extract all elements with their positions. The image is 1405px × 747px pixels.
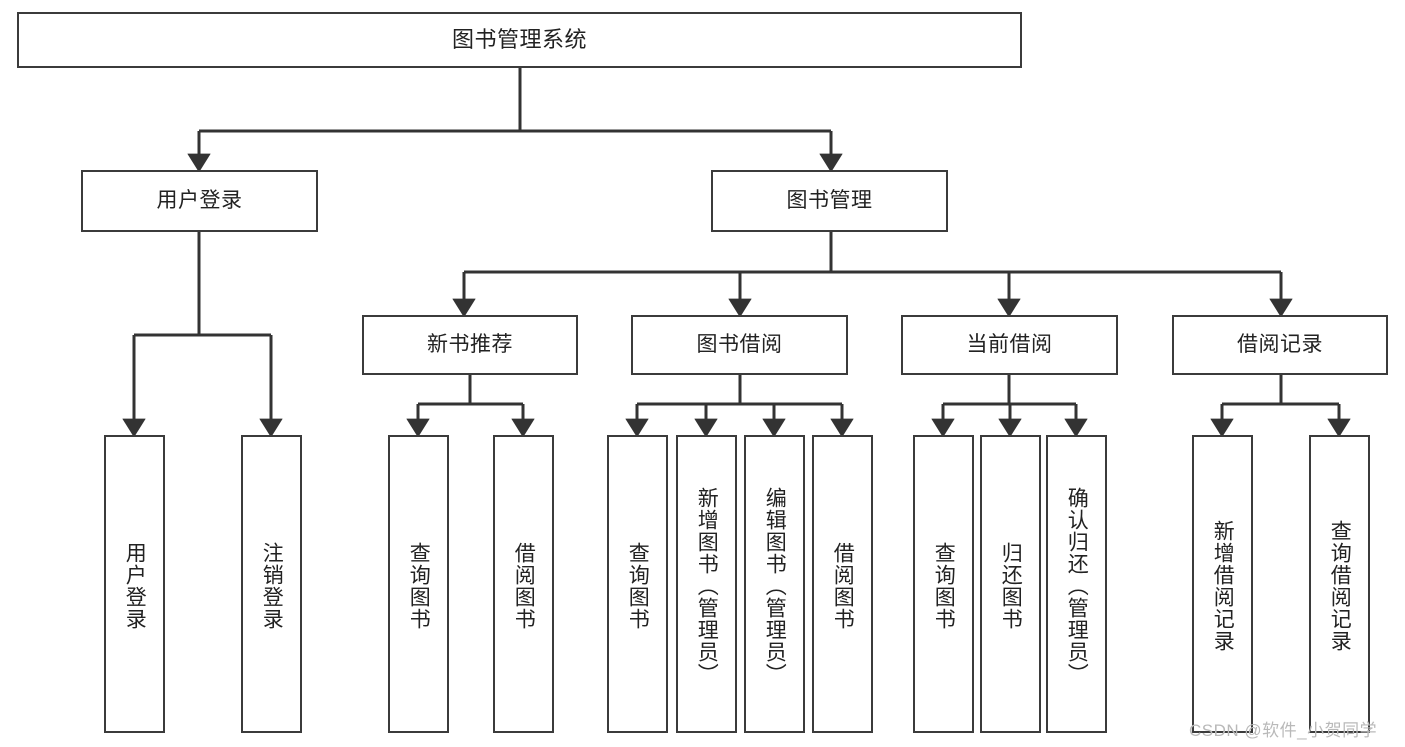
node-root-book-management-system[interactable]: 图书管理系统 <box>17 12 1022 68</box>
node-borrow-record-label: 借阅记录 <box>1237 332 1323 356</box>
node-borrow-record[interactable]: 借阅记录 <box>1172 315 1388 375</box>
leaf-current-borrow-return-label: 归还图书 <box>999 542 1023 630</box>
leaf-book-borrow-query[interactable]: 查询图书 <box>607 435 668 733</box>
leaf-borrow-record-query-label: 查询借阅记录 <box>1328 520 1352 652</box>
leaf-new-book-query-label: 查询图书 <box>407 542 431 630</box>
node-book-borrow[interactable]: 图书借阅 <box>631 315 848 375</box>
node-book-management[interactable]: 图书管理 <box>711 170 948 232</box>
leaf-current-borrow-query-label: 查询图书 <box>932 542 956 630</box>
leaf-book-borrow-query-label: 查询图书 <box>626 542 650 630</box>
leaf-current-borrow-confirm-return[interactable]: 确认归还（管理员） <box>1046 435 1107 733</box>
leaf-current-borrow-confirm-return-label: 确认归还（管理员） <box>1065 487 1089 685</box>
leaf-current-borrow-return[interactable]: 归还图书 <box>980 435 1041 733</box>
leaf-borrow-record-query[interactable]: 查询借阅记录 <box>1309 435 1370 733</box>
leaf-new-book-query[interactable]: 查询图书 <box>388 435 449 733</box>
leaf-book-borrow-add-label: 新增图书（管理员） <box>695 487 719 685</box>
leaf-book-borrow-add[interactable]: 新增图书（管理员） <box>676 435 737 733</box>
leaf-new-book-borrow-label: 借阅图书 <box>512 542 536 630</box>
node-user-login-label: 用户登录 <box>156 188 243 212</box>
node-current-borrow[interactable]: 当前借阅 <box>901 315 1118 375</box>
leaf-book-borrow-lend[interactable]: 借阅图书 <box>812 435 873 733</box>
leaf-user-login-signin[interactable]: 用户登录 <box>104 435 165 733</box>
leaf-new-book-borrow[interactable]: 借阅图书 <box>493 435 554 733</box>
leaf-book-borrow-lend-label: 借阅图书 <box>831 542 855 630</box>
node-new-book-recommend[interactable]: 新书推荐 <box>362 315 578 375</box>
leaf-current-borrow-query[interactable]: 查询图书 <box>913 435 974 733</box>
leaf-user-login-signout[interactable]: 注销登录 <box>241 435 302 733</box>
leaf-borrow-record-add-label: 新增借阅记录 <box>1211 520 1235 652</box>
leaf-book-borrow-edit[interactable]: 编辑图书（管理员） <box>744 435 805 733</box>
leaf-user-login-signout-label: 注销登录 <box>260 542 284 630</box>
node-book-borrow-label: 图书借阅 <box>696 332 783 356</box>
leaf-book-borrow-edit-label: 编辑图书（管理员） <box>763 487 787 685</box>
leaf-borrow-record-add[interactable]: 新增借阅记录 <box>1192 435 1253 733</box>
node-new-book-recommend-label: 新书推荐 <box>427 332 513 356</box>
leaf-user-login-signin-label: 用户登录 <box>123 542 147 630</box>
node-book-management-label: 图书管理 <box>786 188 873 212</box>
node-user-login[interactable]: 用户登录 <box>81 170 318 232</box>
node-root-label: 图书管理系统 <box>451 27 587 53</box>
node-current-borrow-label: 当前借阅 <box>966 332 1053 356</box>
